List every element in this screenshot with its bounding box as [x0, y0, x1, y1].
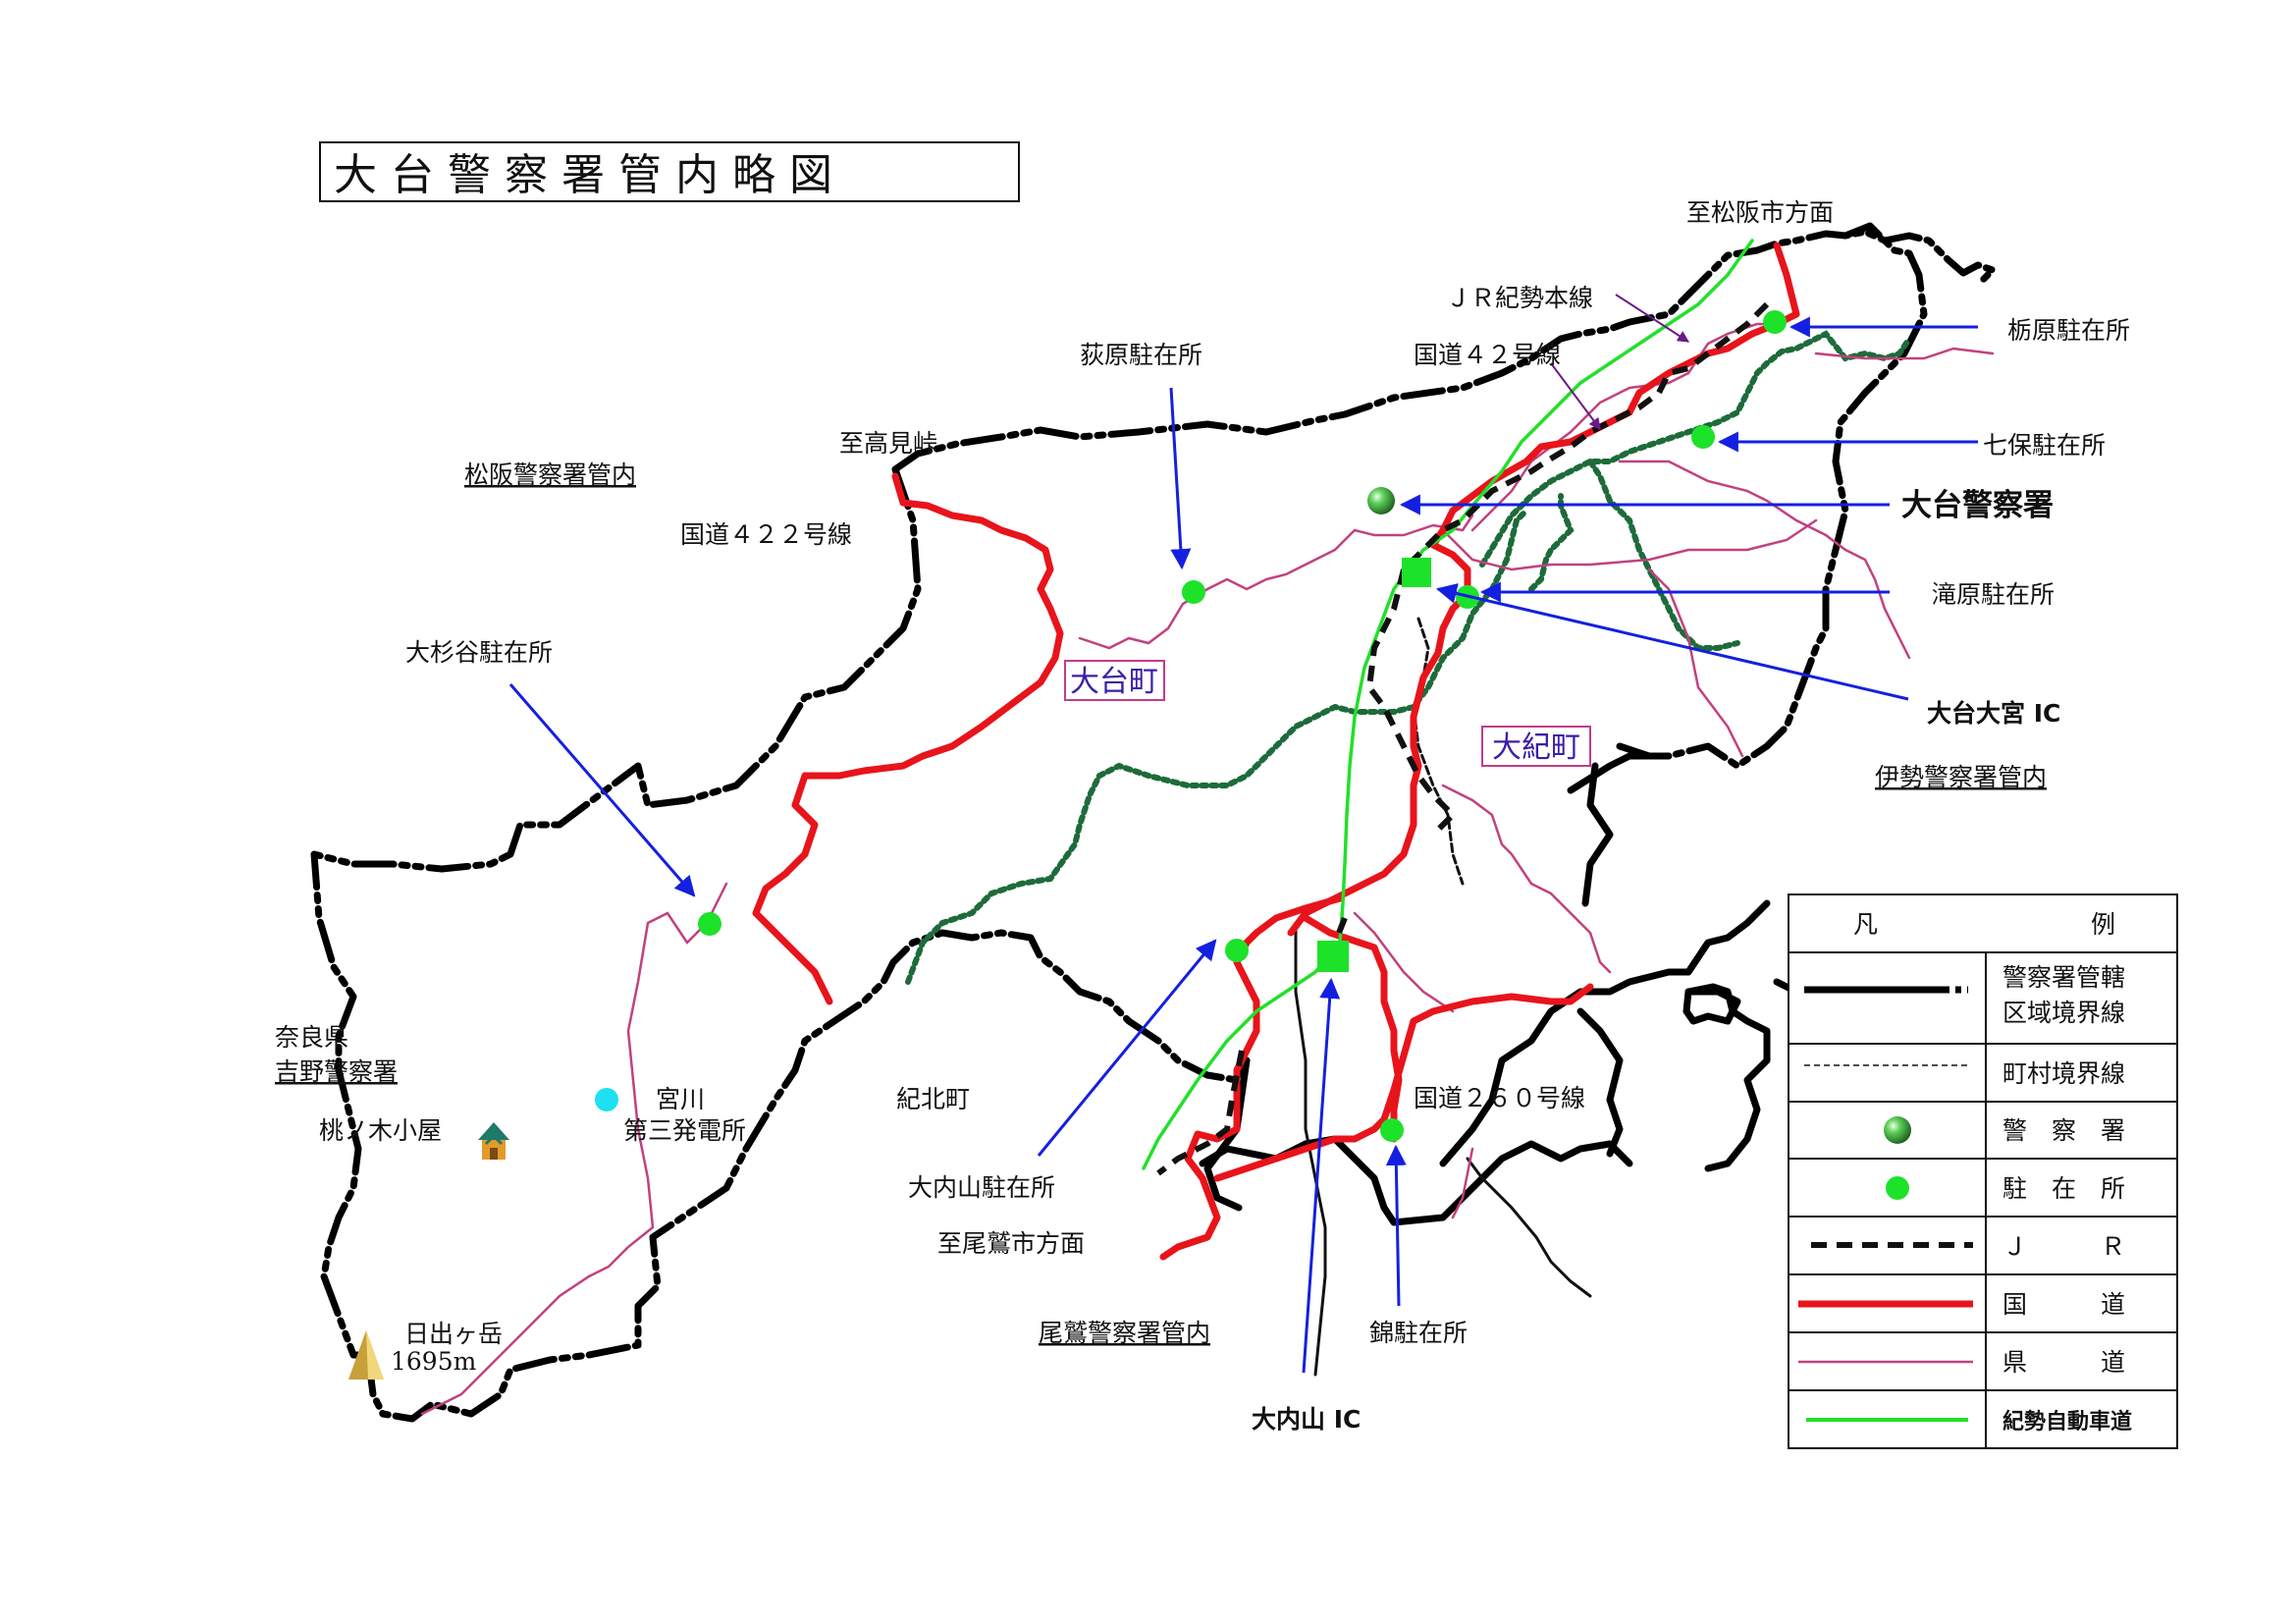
- mountain-peak-icon: [348, 1330, 384, 1380]
- kihoku-label: 紀北町: [896, 1085, 970, 1113]
- nishiki-label: 錦駐在所: [1369, 1319, 1468, 1347]
- route42-label: 国道４２号線: [1414, 341, 1561, 369]
- hinode-alt-label: 1695m: [391, 1347, 477, 1376]
- ouchiyama-label: 大内山駐在所: [908, 1173, 1055, 1202]
- route-42-inner: [1302, 914, 1403, 1143]
- route422-label: 国道４２２号線: [680, 520, 852, 549]
- map-title: 大台警察署管内略図: [319, 141, 1020, 202]
- route260-label: 国道２６０号線: [1414, 1084, 1585, 1112]
- nanaho-substation-icon[interactable]: [1691, 425, 1715, 449]
- nishiki-substation-icon[interactable]: [1380, 1118, 1404, 1142]
- momonoki-label: 桃ノ木小屋: [319, 1116, 442, 1145]
- odai-town-label: 大台町: [1064, 660, 1165, 701]
- owase-ps-label: 尾鷲警察署管内: [1039, 1319, 1210, 1347]
- hut-icon: [478, 1122, 509, 1160]
- national-roads: [752, 242, 1800, 1261]
- jr-kisei-label: ＪＲ紀勢本線: [1446, 284, 1593, 312]
- to-takami-label: 至高見峠: [839, 429, 937, 458]
- legend-item-1-line1: 警察署管轄: [2002, 963, 2125, 992]
- to-owase-label: 至尾鷲市方面: [937, 1229, 1085, 1258]
- yoshino-ps-label: 吉野警察署: [275, 1057, 398, 1086]
- boundary-kihoku-solid: [1199, 1135, 1633, 1226]
- tochihara-substation-icon[interactable]: [1763, 310, 1787, 334]
- nara-label: 奈良県: [275, 1023, 348, 1052]
- route-422: [752, 472, 1064, 1005]
- boundary-east: [1616, 222, 1928, 770]
- label-arrows: [508, 316, 1978, 1374]
- to-matsusaka-label: 至松阪市方面: [1686, 198, 1834, 227]
- legend-item-1-line2: 区域境界線: [2002, 999, 2125, 1027]
- taiki-town-label: 大紀町: [1481, 726, 1591, 767]
- legend-item-5: Ｊ Ｒ: [2002, 1232, 2125, 1261]
- legend-item-8: 紀勢自動車道: [2002, 1409, 2132, 1435]
- svg-text:大台町: 大台町: [1070, 665, 1158, 699]
- ouchiyama-substation-icon[interactable]: [1225, 939, 1249, 962]
- osugidani-substation-icon[interactable]: [698, 912, 721, 936]
- legend-header-left: 凡: [1853, 910, 1878, 939]
- odai-omiya-ic-label: 大台大宮 IC: [1927, 699, 2060, 728]
- ouchiyama-ic-label: 大内山 IC: [1252, 1405, 1361, 1434]
- odai-omiya-ic-icon[interactable]: [1402, 558, 1431, 587]
- legend-item-3: 警 察 署: [2002, 1116, 2125, 1145]
- municipal-line-thin: [1294, 926, 1592, 1377]
- boundary-coast-1: [1439, 899, 1771, 1167]
- legend-header-right: 例: [2091, 910, 2115, 939]
- ogihara-label: 荻原駐在所: [1080, 341, 1202, 369]
- kisei-expressway: [1142, 239, 1754, 1170]
- ise-ps-label: 伊勢警察署管内: [1875, 763, 2047, 791]
- tochihara-label: 栃原駐在所: [2007, 316, 2130, 345]
- boundary-coast-3: [1684, 983, 1771, 1172]
- map-labels: 至松阪市方面 ＪＲ紀勢本線 国道４２号線 至高見峠 国道４２２号線 松阪警察署管…: [275, 198, 2130, 1434]
- callout-arrows: [1550, 294, 1690, 430]
- legend-item-4: 駐 在 所: [2002, 1174, 2125, 1203]
- legend-substation-symbol: [1886, 1176, 1909, 1200]
- odai-ps-label: 大台警察署: [1901, 488, 2054, 523]
- miyagawa-label: 宮川: [656, 1085, 705, 1113]
- osugidani-label: 大杉谷駐在所: [405, 638, 553, 667]
- route-260: [1213, 983, 1594, 1182]
- ogihara-substation-icon[interactable]: [1182, 580, 1205, 604]
- svg-text:大紀町: 大紀町: [1492, 731, 1580, 765]
- boundary-island: [1682, 988, 1741, 1025]
- legend: 凡 例 警察署管轄 区域境界線 町村境界線 警 察 署 駐 在 所 Ｊ Ｒ 国: [1788, 893, 2178, 1449]
- legend-item-7: 県 道: [2002, 1348, 2125, 1377]
- nanaho-label: 七保駐在所: [1983, 431, 2106, 460]
- boundary-north: [891, 228, 1997, 473]
- legend-police-symbol: [1884, 1116, 1911, 1144]
- substations: [698, 310, 1787, 1142]
- matsusaka-ps-label: 松阪警察署管内: [464, 460, 636, 489]
- hinode-label: 日出ヶ岳: [404, 1320, 503, 1348]
- boundary-coast-2: [1576, 1007, 1624, 1158]
- legend-item-6: 国 道: [2002, 1290, 2125, 1319]
- legend-item-2: 町村境界線: [2002, 1059, 2125, 1088]
- boundary-west: [310, 465, 922, 1359]
- police-station-icon[interactable]: [1367, 487, 1395, 514]
- municipal-boundary: [1412, 617, 1465, 886]
- takihara-label: 滝原駐在所: [1932, 580, 2055, 609]
- power-plant-label: 第三発電所: [623, 1116, 746, 1145]
- route-42-south: [1159, 894, 1344, 1261]
- ouchiyama-ic-icon[interactable]: [1317, 941, 1349, 972]
- power-plant-icon: [595, 1088, 618, 1111]
- prefectural-roads: [420, 322, 1995, 1416]
- boundary-taiki-solid: [1567, 752, 1673, 907]
- boundary-south: [364, 929, 1251, 1423]
- map-title-text: 大台警察署管内略図: [334, 150, 846, 200]
